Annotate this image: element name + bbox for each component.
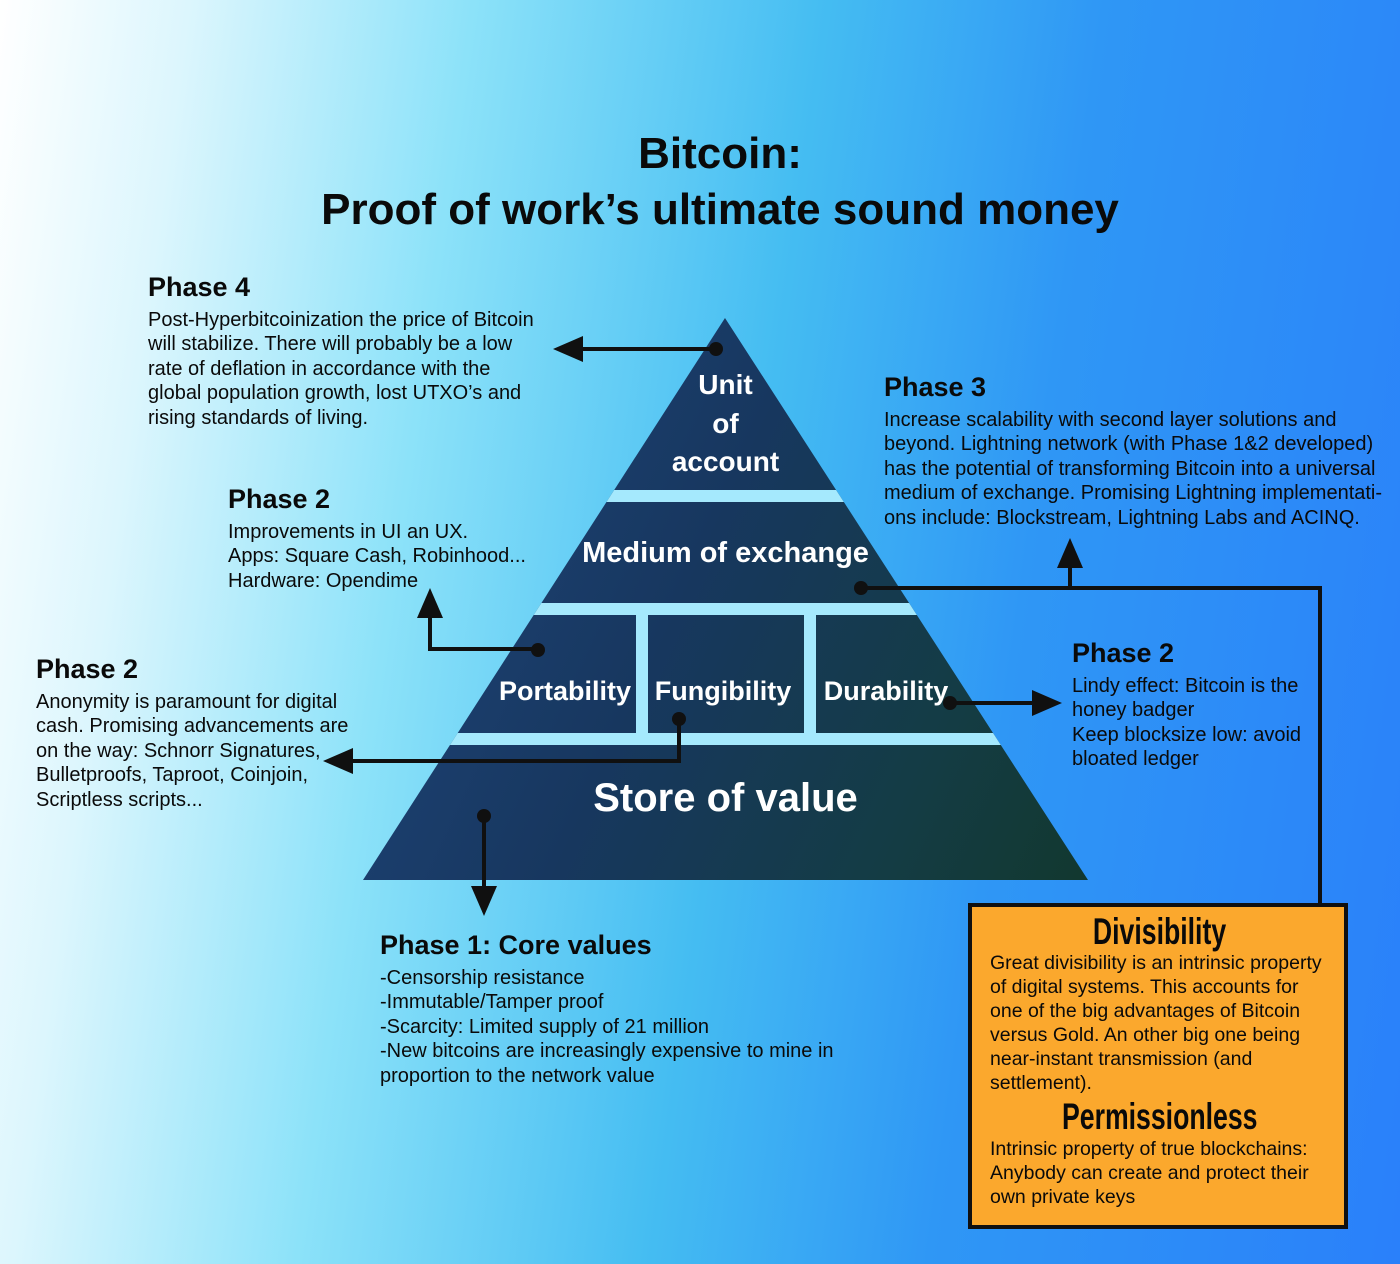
phase4-title: Phase 4 bbox=[148, 272, 251, 302]
arrowhead-left-phase2-anonymity-icon bbox=[323, 748, 353, 774]
connector-hline-medium bbox=[861, 586, 1322, 590]
info-box: Divisibility Great divisibility is an in… bbox=[968, 903, 1348, 1229]
page-title: Bitcoin: Proof of work’s ultimate sound … bbox=[40, 126, 1400, 239]
annotation-phase3: Phase 3 Increase scalability with second… bbox=[884, 372, 1400, 530]
level-medium-of-exchange: Medium of exchange bbox=[582, 537, 869, 569]
divisibility-title: Divisibility bbox=[990, 911, 1330, 952]
permissionless-body: Intrinsic property of true blockchains: … bbox=[990, 1137, 1309, 1208]
connector-hline-durability bbox=[950, 701, 1034, 705]
phase2-lindy-title: Phase 2 bbox=[1072, 638, 1175, 668]
connector-line-phase4 bbox=[581, 347, 718, 351]
annotation-phase2-ui: Phase 2 Improvements in UI an UX. Apps: … bbox=[228, 484, 568, 593]
phase2-anonymity-title: Phase 2 bbox=[36, 654, 139, 684]
phase1-body: -Censorship resistance -Immutable/Tamper… bbox=[380, 967, 834, 1087]
level-fungibility: Fungibility bbox=[654, 676, 792, 706]
phase2-ui-body: Improvements in UI an UX. Apps: Square C… bbox=[228, 521, 526, 592]
title-line1: Bitcoin: bbox=[638, 129, 802, 178]
arrowhead-up-phase3-icon bbox=[1057, 538, 1083, 568]
separator-col1 bbox=[636, 615, 648, 733]
connector-hline-phase2-ui bbox=[428, 647, 538, 651]
phase2-anonymity-body: Anonymity is paramount for digital cash.… bbox=[36, 691, 349, 811]
separator-col2 bbox=[804, 615, 816, 733]
permissionless-title: Permissionless bbox=[990, 1096, 1330, 1137]
separator-row3 bbox=[363, 733, 1088, 745]
phase3-body: Increase scalability with second layer s… bbox=[884, 409, 1383, 529]
annotation-phase2-lindy: Phase 2 Lindy effect: Bitcoin is the hon… bbox=[1072, 638, 1332, 772]
phase4-body: Post-Hyperbitcoinization the price of Bi… bbox=[148, 309, 534, 429]
connector-vline-infobox bbox=[1318, 586, 1322, 905]
phase3-title: Phase 3 bbox=[884, 372, 987, 402]
connector-hline-phase2-anonymity bbox=[350, 759, 681, 763]
connector-vline-phase1 bbox=[482, 816, 486, 890]
connector-dot-phase2-ui bbox=[531, 643, 545, 657]
divisibility-title-text: Divisibility bbox=[1093, 911, 1227, 952]
divisibility-body: Great divisibility is an intrinsic prope… bbox=[990, 952, 1322, 1095]
level-durability: Durability bbox=[823, 676, 949, 706]
arrowhead-up-phase2-ui-icon bbox=[417, 588, 443, 618]
level-portability: Portability bbox=[498, 676, 632, 706]
arrowhead-down-phase1-icon bbox=[471, 886, 497, 916]
phase2-ui-title: Phase 2 bbox=[228, 484, 331, 514]
annotation-phase1: Phase 1: Core values -Censorship resista… bbox=[380, 930, 880, 1088]
title-line2: Proof of work’s ultimate sound money bbox=[321, 185, 1119, 235]
permissionless-title-text: Permissionless bbox=[1062, 1096, 1258, 1138]
annotation-phase4: Phase 4 Post-Hyperbitcoinization the pri… bbox=[148, 272, 558, 430]
arrowhead-left-phase4-icon bbox=[553, 336, 583, 362]
connector-vline-phase2-ui bbox=[428, 614, 432, 651]
annotation-phase2-anonymity: Phase 2 Anonymity is paramount for digit… bbox=[36, 654, 366, 812]
connector-vline-phase2-anonymity bbox=[677, 719, 681, 763]
separator-row2 bbox=[363, 603, 1088, 615]
arrowhead-right-lindy-icon bbox=[1032, 690, 1062, 716]
level-store-of-value: Store of value bbox=[593, 776, 858, 820]
phase2-lindy-body: Lindy effect: Bitcoin is the honey badge… bbox=[1072, 675, 1302, 771]
connector-vline-phase3 bbox=[1068, 564, 1072, 590]
phase1-title: Phase 1: Core values bbox=[380, 930, 652, 960]
level-unit-of-account: Unit of account bbox=[671, 369, 780, 478]
